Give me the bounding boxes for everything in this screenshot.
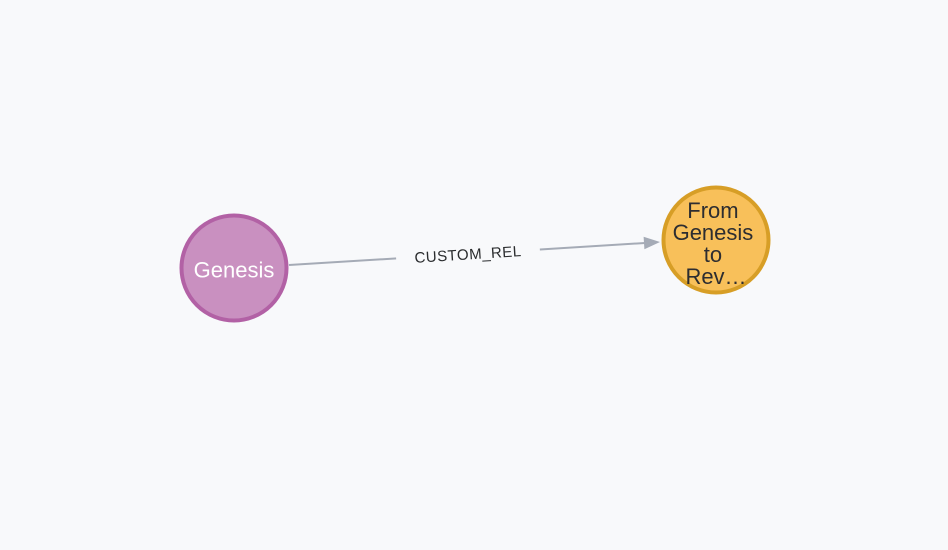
relationship-label[interactable]: CUSTOM_REL (414, 243, 522, 267)
relationship-arrowhead-icon (643, 236, 660, 250)
node-caption-line: Genesis (673, 220, 754, 245)
node-caption-line: to (704, 242, 722, 267)
node-genesis[interactable]: Genesis (179, 213, 289, 323)
relationship-custom-rel[interactable]: CUSTOM_REL (288, 236, 660, 271)
node-genesis-circle[interactable] (179, 213, 289, 323)
node-caption-line: Rev… (685, 264, 746, 289)
node-genesis-caption: Genesis (194, 258, 275, 283)
node-caption-line: From (687, 198, 738, 223)
relationship-label-backdrop (395, 237, 541, 271)
node-from-genesis-to-rev[interactable]: From Genesis to Rev… (661, 185, 771, 295)
node-from-genesis-to-rev-caption: From Genesis to Rev… (673, 198, 760, 289)
node-from-genesis-to-rev-circle[interactable] (661, 185, 771, 295)
relationship-label-group[interactable]: CUSTOM_REL (395, 237, 541, 271)
